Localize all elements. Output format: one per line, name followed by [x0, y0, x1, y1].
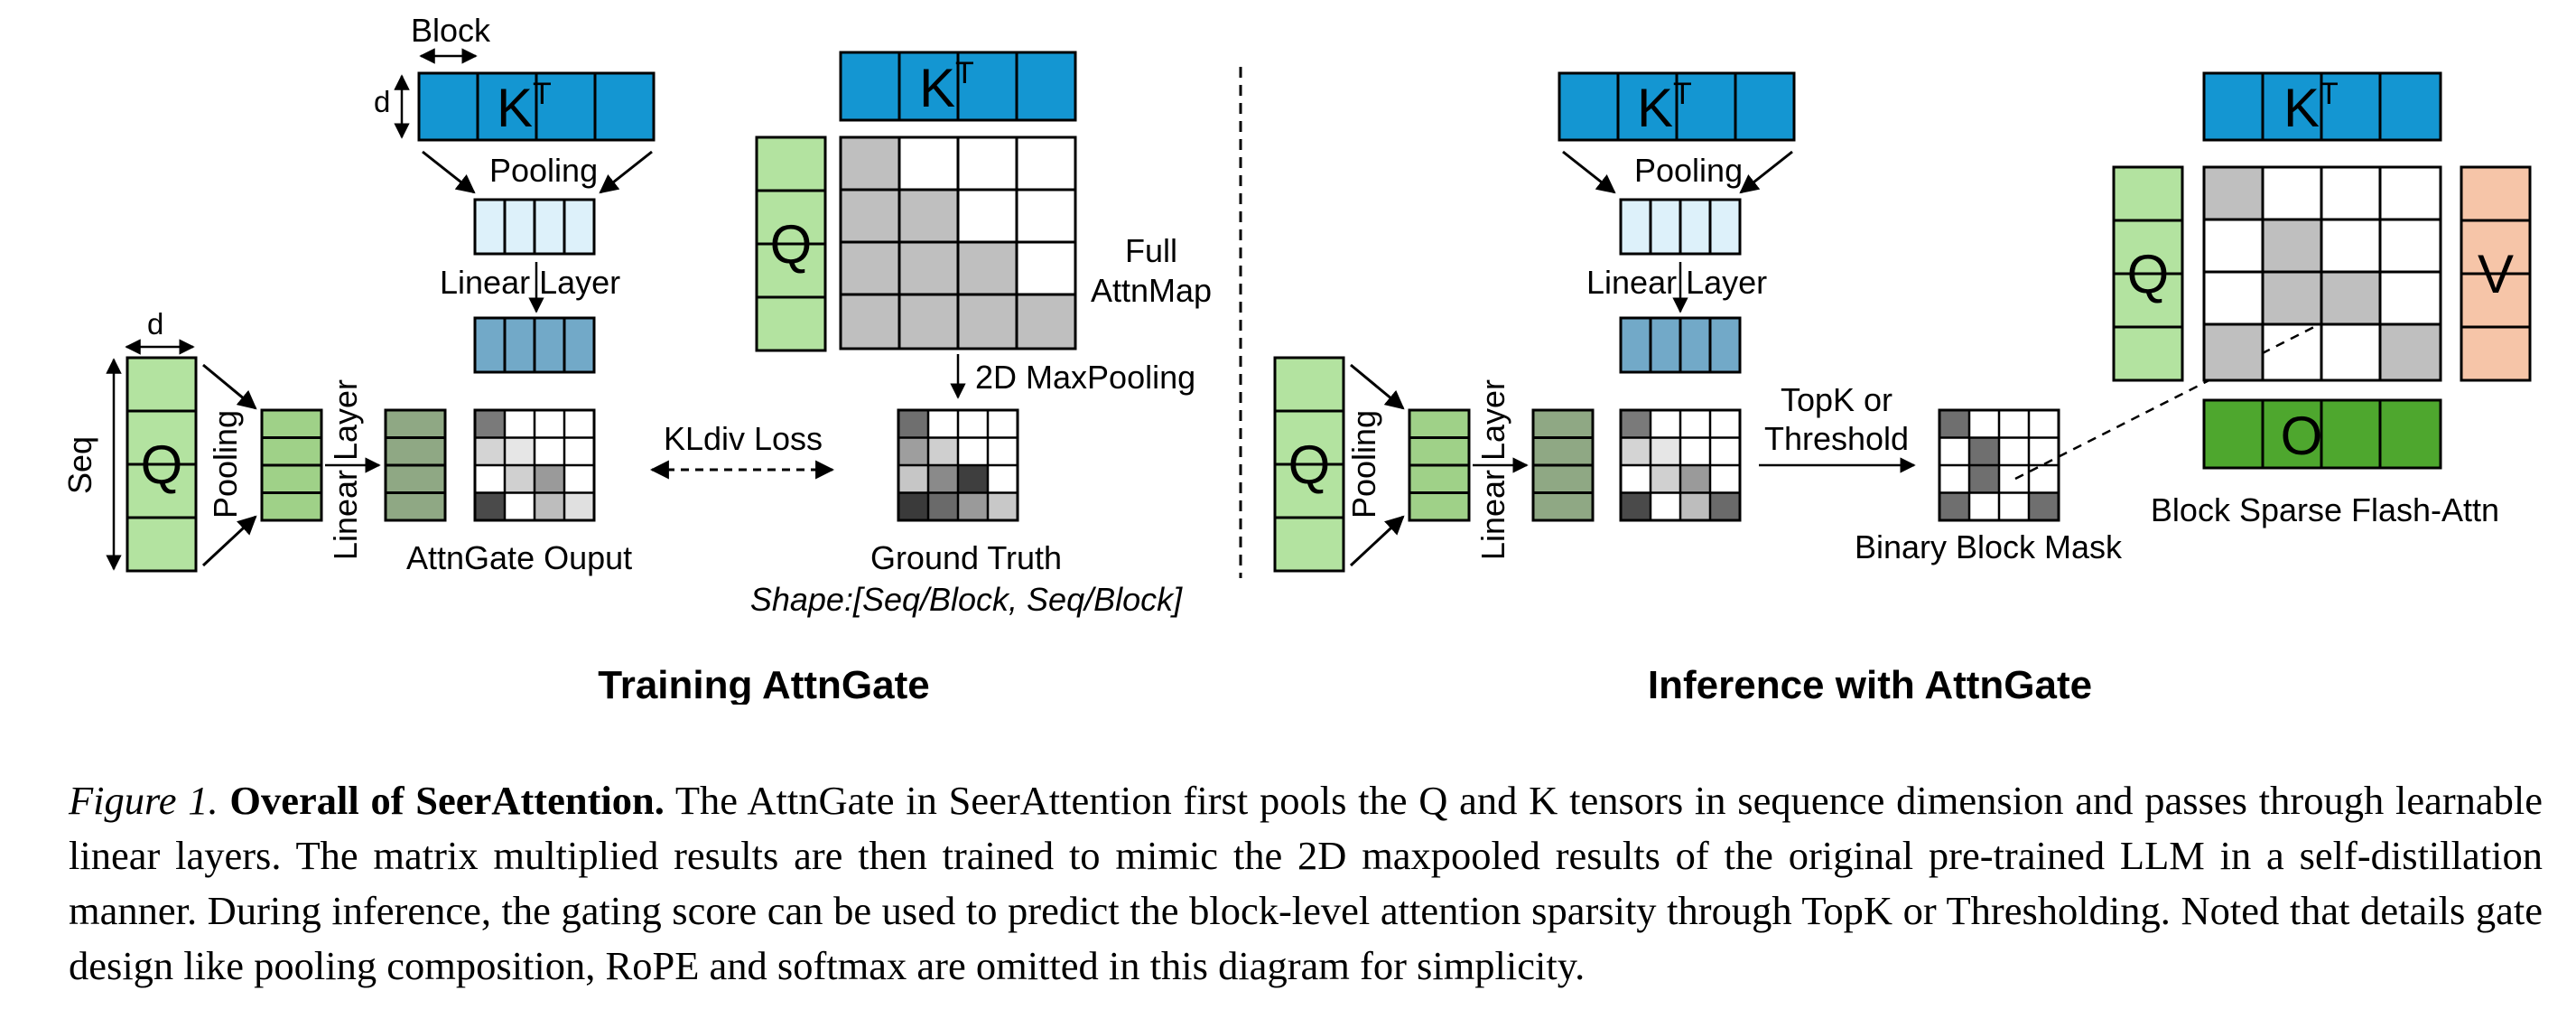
attngate-output-label: AttnGate Ouput — [406, 539, 632, 576]
full-attnmap-label-line1: Full — [1125, 232, 1177, 269]
full-query-block: Q — [755, 135, 827, 352]
output-block: O — [2202, 398, 2442, 470]
sparse-key-transpose-block: K T — [2202, 71, 2442, 142]
query-block: Q — [126, 356, 198, 573]
query-label: Q — [141, 434, 183, 495]
d-label-query: d — [147, 307, 163, 341]
inf-key-transpose-block: K T — [1558, 71, 1796, 142]
pool-arrow-k-left — [422, 150, 476, 194]
full-attnmap-grid — [839, 135, 1077, 350]
inf-pooling-label-k: Pooling — [1634, 152, 1743, 189]
binary-block-mask-label: Binary Block Mask — [1855, 528, 2123, 565]
flash-attn-label: Block Sparse Flash-Attn — [2151, 491, 2499, 528]
pool-arrow-q-top — [202, 363, 257, 410]
linear-key-vector — [473, 316, 596, 374]
inf-query-block: Q — [1273, 356, 1345, 573]
full-key-transpose-block: K T — [839, 51, 1077, 122]
inf-linear-layer-label-q: Linear Layer — [1474, 379, 1511, 560]
inf-pool-arrow-q-bottom — [1349, 515, 1405, 567]
caption-title: Overall of SeerAttention. — [229, 778, 665, 823]
inf-pool-arrow-k-right — [1739, 150, 1793, 194]
value-block: V — [2460, 165, 2532, 382]
block-sparse-attention-grid — [2202, 165, 2442, 382]
inf-pooling-label-q: Pooling — [1345, 410, 1382, 519]
mask-to-sparse-arrow — [2014, 300, 2366, 481]
inference-section: K T Pooling Linear Layer Q Po — [1273, 71, 2532, 705]
full-attnmap-label-line2: AttnMap — [1091, 272, 1212, 309]
ground-truth-label: Ground Truth — [870, 539, 1062, 576]
training-section: K T Block d Pooling Linear Layer d — [61, 12, 1212, 705]
key-sup: T — [533, 77, 552, 111]
full-key-sup: T — [955, 56, 974, 90]
sparse-query-block: Q — [2112, 165, 2184, 382]
seerattention-diagram: K T Block d Pooling Linear Layer d — [61, 12, 2532, 705]
pool-arrow-q-bottom — [201, 515, 257, 567]
inf-pooled-key-vector — [1619, 198, 1742, 256]
kldiv-loss-label: KLdiv Loss — [664, 420, 823, 457]
inf-linear-query-vector — [1531, 408, 1595, 522]
inf-linear-key-vector — [1619, 316, 1742, 374]
attngate-output-grid — [473, 408, 596, 522]
sparse-key-label: K — [2283, 78, 2320, 138]
shape-label: Shape:[Seq/Block, Seq/Block] — [750, 581, 1183, 618]
pooling-label-k: Pooling — [489, 152, 598, 189]
topk-label-line2: Threshold — [1764, 420, 1909, 457]
sparse-key-sup: T — [2320, 77, 2339, 111]
linear-layer-label-q: Linear Layer — [327, 379, 364, 560]
figure-caption: Figure 1. Overall of SeerAttention. The … — [69, 773, 2543, 994]
d-label-key: d — [374, 85, 390, 118]
inf-pool-arrow-k-left — [1562, 150, 1616, 194]
ground-truth-grid — [897, 408, 1019, 522]
caption-body: The AttnGate in SeerAttention first pool… — [69, 778, 2543, 988]
linear-layer-label-k: Linear Layer — [440, 264, 620, 301]
inf-pooled-query-vector — [1408, 408, 1471, 522]
linear-query-vector — [384, 408, 447, 522]
inf-attngate-score-grid — [1619, 408, 1742, 522]
pooling-label-q: Pooling — [207, 410, 244, 519]
inf-linear-layer-label-k: Linear Layer — [1586, 264, 1767, 301]
key-label: K — [497, 78, 533, 138]
pooled-key-vector — [473, 198, 596, 256]
output-label: O — [2281, 406, 2323, 466]
pooled-query-vector — [260, 408, 323, 522]
seq-label: Seq — [61, 436, 98, 494]
full-query-label: Q — [770, 214, 813, 275]
block-label: Block — [411, 12, 491, 49]
value-label: V — [2478, 244, 2514, 304]
sparse-query-label: Q — [2127, 244, 2170, 304]
maxpooling-label: 2D MaxPooling — [975, 359, 1195, 396]
caption-figure-label: Figure 1. — [69, 778, 219, 823]
inf-query-label: Q — [1288, 434, 1331, 495]
topk-label-line1: TopK or — [1781, 381, 1892, 418]
training-title: Training AttnGate — [598, 663, 930, 705]
key-transpose-block: K T — [417, 71, 656, 142]
inf-key-sup: T — [1673, 77, 1692, 111]
pool-arrow-k-right — [599, 150, 653, 194]
binary-block-mask-grid — [1938, 408, 2060, 522]
inference-title: Inference with AttnGate — [1648, 663, 2092, 705]
inf-key-label: K — [1637, 78, 1673, 138]
inf-pool-arrow-q-top — [1350, 363, 1405, 410]
full-key-label: K — [919, 58, 955, 118]
